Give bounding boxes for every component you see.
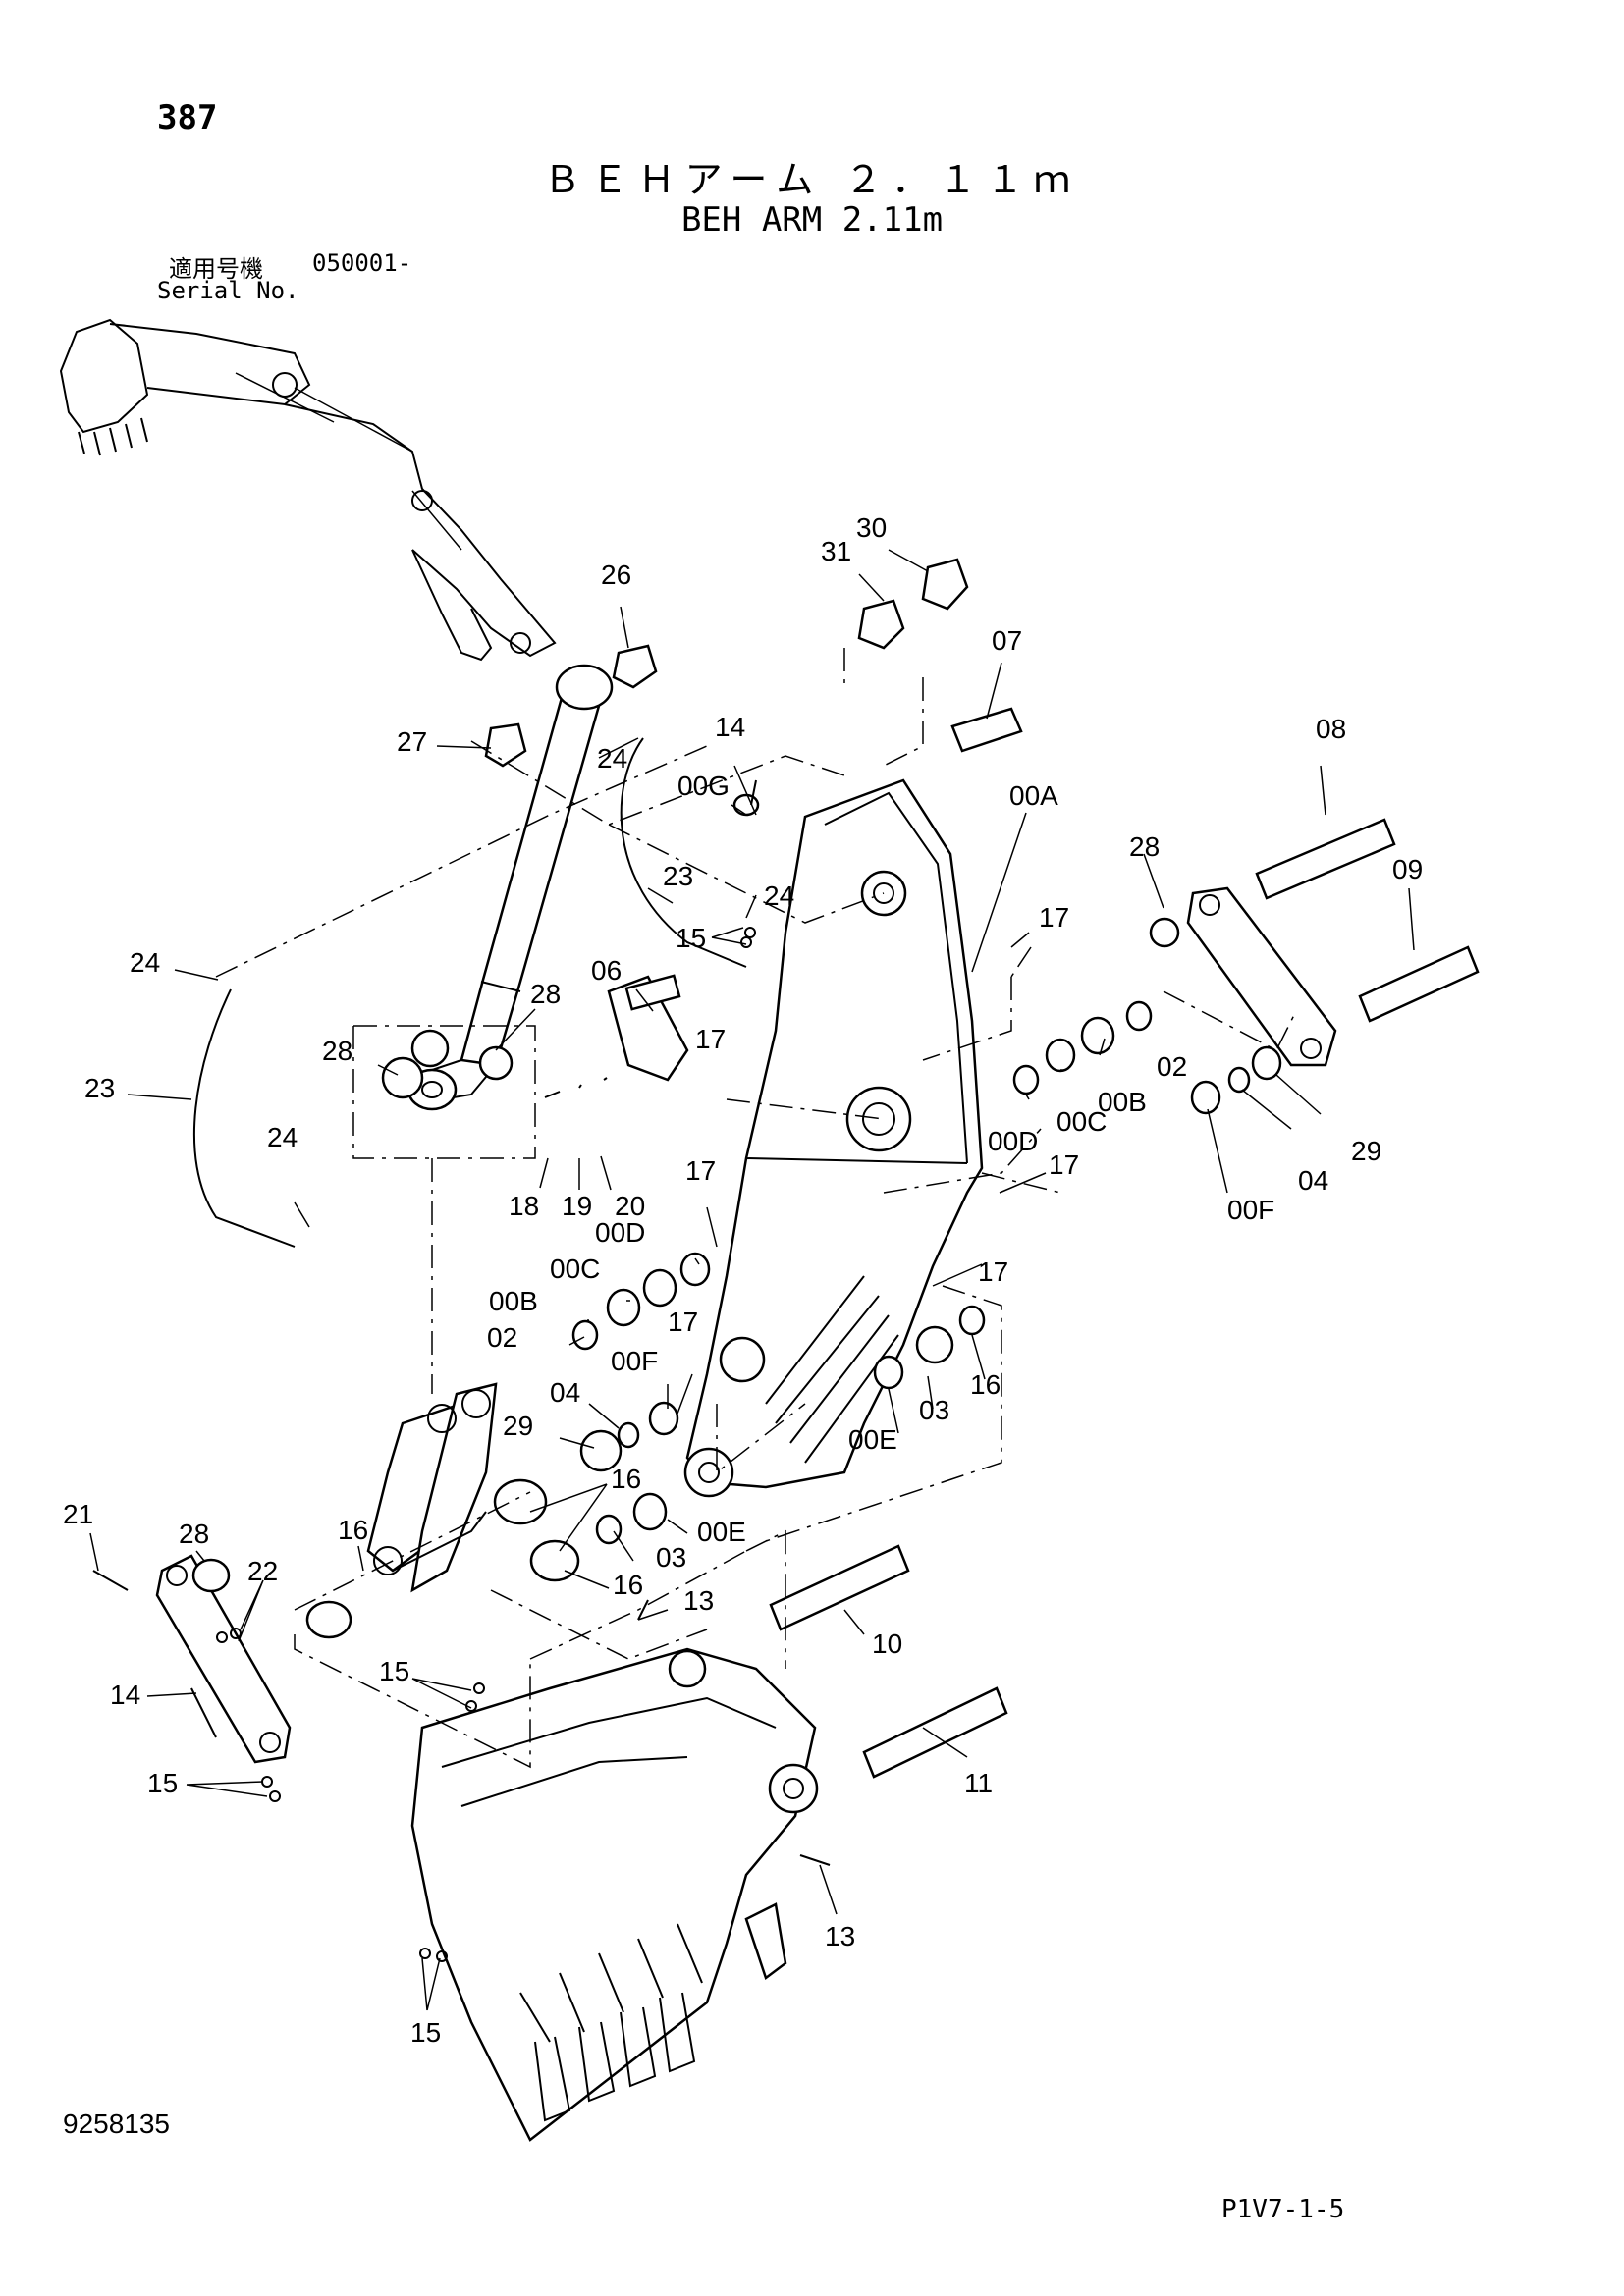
side-link-drawing	[155, 1554, 292, 1764]
callout-00C: 00C	[550, 1254, 600, 1284]
diagram-title-en: BEH ARM 2.11m	[680, 200, 944, 240]
callout-24: 24	[597, 743, 627, 774]
assembly-phantom-lines	[215, 648, 1297, 1769]
serial-value: 050001-	[312, 249, 412, 277]
callout-24: 24	[130, 947, 160, 978]
callout-10: 10	[872, 1629, 902, 1659]
callout-00F: 00F	[1227, 1195, 1274, 1225]
callout-26: 26	[601, 560, 631, 590]
callout-13: 13	[683, 1585, 714, 1616]
callout-15: 15	[379, 1656, 409, 1686]
arm-body-drawing	[683, 778, 984, 1498]
bucket-drawing	[410, 1647, 819, 2142]
h-link-drawing	[366, 1382, 498, 1593]
callout-00B: 00B	[1098, 1087, 1147, 1117]
callout-24: 24	[764, 881, 794, 911]
callout-04: 04	[550, 1377, 580, 1408]
callout-04: 04	[1298, 1165, 1328, 1196]
serial-label-jp: 適用号機	[169, 255, 263, 283]
pins-drawing	[769, 707, 1480, 1779]
callout-28: 28	[530, 979, 561, 1009]
hose-drawing	[192, 737, 747, 1248]
callout-00B: 00B	[489, 1286, 538, 1316]
callout-labels: 31 30 26 07 27 24 14 00G 00A 08 23 24 15…	[63, 512, 1423, 2048]
callout-13: 13	[825, 1921, 855, 1951]
callout-15: 15	[147, 1768, 178, 1798]
callout-20: 20	[615, 1191, 645, 1221]
page-number: 387	[157, 98, 218, 137]
overview-inset-drawing	[59, 318, 557, 662]
callout-17: 17	[695, 1024, 726, 1054]
right-link-drawing	[1186, 886, 1337, 1067]
callout-08: 08	[1316, 714, 1346, 744]
callout-03: 03	[919, 1395, 949, 1425]
diagram-title-jp: ＢＥＨアーム ２．１１ｍ	[543, 158, 1081, 201]
callout-11: 11	[964, 1768, 993, 1798]
serial-label-en: Serial No.	[157, 277, 299, 304]
callout-29: 29	[1351, 1136, 1381, 1166]
callout-17: 17	[668, 1307, 698, 1337]
leader-lines	[89, 549, 1415, 2011]
callout-07: 07	[992, 625, 1022, 656]
callout-00E: 00E	[697, 1517, 746, 1547]
drawing-number: 9258135	[63, 2109, 171, 2139]
callout-18: 18	[509, 1191, 539, 1221]
callout-14: 14	[715, 712, 745, 742]
callout-16: 16	[970, 1369, 1001, 1400]
callout-21: 21	[63, 1499, 93, 1529]
callout-23: 23	[84, 1073, 115, 1103]
callout-14: 14	[110, 1680, 140, 1710]
callout-00C: 00C	[1056, 1106, 1107, 1137]
callout-16: 16	[611, 1464, 641, 1494]
callout-16: 16	[338, 1515, 368, 1545]
callout-00G: 00G	[677, 771, 730, 801]
callout-06: 06	[591, 955, 622, 986]
callout-22: 22	[247, 1556, 278, 1586]
callout-17: 17	[685, 1155, 716, 1186]
callout-19: 19	[562, 1191, 592, 1221]
callout-24: 24	[267, 1122, 298, 1152]
callout-15: 15	[676, 923, 706, 953]
callout-03: 03	[656, 1542, 686, 1573]
callout-30: 30	[856, 512, 887, 543]
callout-16: 16	[613, 1570, 643, 1600]
bolts-drawing	[92, 779, 831, 1962]
callout-28: 28	[179, 1519, 209, 1549]
callout-00A: 00A	[1009, 780, 1058, 811]
callout-00D: 00D	[595, 1217, 645, 1248]
sheet-code: P1V7-1-5	[1221, 2195, 1345, 2224]
callout-23: 23	[663, 861, 693, 891]
callout-27: 27	[397, 726, 427, 757]
callout-02: 02	[487, 1322, 517, 1353]
callout-28: 28	[322, 1036, 352, 1066]
callout-17: 17	[1039, 902, 1069, 933]
arm-cylinder-drawing	[406, 664, 614, 1111]
bushings-and-seals-drawing	[191, 793, 1282, 1639]
callout-00E: 00E	[848, 1424, 897, 1455]
callout-17: 17	[978, 1256, 1008, 1287]
callout-15: 15	[410, 2017, 441, 2048]
callout-02: 02	[1157, 1051, 1187, 1082]
shim-plates-drawing	[484, 558, 969, 768]
link-06-drawing	[607, 974, 689, 1082]
callout-00F: 00F	[611, 1346, 658, 1376]
callout-17: 17	[1049, 1149, 1079, 1180]
callout-00D: 00D	[988, 1126, 1038, 1156]
callout-31: 31	[821, 536, 851, 566]
callout-29: 29	[503, 1411, 533, 1441]
callout-09: 09	[1392, 854, 1423, 884]
callout-28: 28	[1129, 831, 1160, 862]
